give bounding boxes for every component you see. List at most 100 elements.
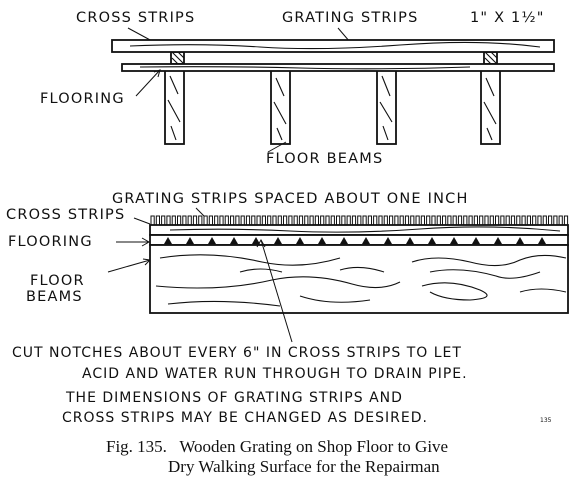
grating-strip xyxy=(304,215,309,226)
floor-beam xyxy=(270,69,291,145)
figure-caption: Fig. 135. Wooden Grating on Shop Floor t… xyxy=(106,437,448,476)
grating-strip xyxy=(447,215,452,226)
cross-strip-hatch xyxy=(484,51,498,65)
flooring-notch xyxy=(186,237,194,244)
leader-cross-strips-section xyxy=(133,217,151,225)
beam-grain xyxy=(379,75,393,141)
label-floor-beams-top: FLOOR BEAMS xyxy=(266,151,383,167)
arrowhead-flooring-top xyxy=(153,69,161,78)
grating-strip xyxy=(240,215,245,226)
grating-strip xyxy=(404,215,410,226)
flooring-notch xyxy=(252,237,260,244)
grating-strip xyxy=(426,215,431,226)
grating-strip xyxy=(357,215,362,226)
grating-strip xyxy=(442,215,447,226)
grating-strip xyxy=(373,215,378,226)
floor-beam xyxy=(164,69,185,145)
grating-strip xyxy=(431,215,436,226)
label-grating-size: 1" X 1½" xyxy=(470,10,545,26)
grating-strip xyxy=(251,215,256,226)
grating-strip xyxy=(463,215,468,226)
grating-strip xyxy=(182,215,187,226)
grating-strip xyxy=(198,215,203,226)
note-dimensions-line2: CROSS STRIPS MAY BE CHANGED AS DESIRED. xyxy=(62,410,428,426)
grating-strip xyxy=(558,215,563,226)
leader-notch-note xyxy=(260,239,293,343)
grating-strip xyxy=(314,215,319,226)
grating-strip xyxy=(203,215,208,226)
grating-strip xyxy=(420,215,425,226)
grating-strip xyxy=(526,215,531,226)
flooring-notch xyxy=(230,237,238,244)
floor-beam-grain xyxy=(155,254,567,307)
leader-floor-beams-section xyxy=(107,259,151,273)
grating-strip xyxy=(187,215,192,226)
top-floor-beams xyxy=(164,69,501,145)
notch-row xyxy=(164,237,546,244)
grating-strip xyxy=(166,215,171,226)
label-grating-strips-top: GRATING STRIPS xyxy=(282,10,419,26)
beam-grain xyxy=(273,77,287,141)
caption-line2: Dry Walking Surface for the Repairman xyxy=(168,457,440,476)
grating-strip xyxy=(473,215,478,226)
grating-strip xyxy=(516,215,521,226)
grating-strip-plank xyxy=(111,39,555,53)
grating-strip xyxy=(245,215,251,226)
grating-strip xyxy=(277,215,282,226)
grating-strip xyxy=(351,215,357,226)
flooring-notch xyxy=(538,237,546,244)
grating-strip xyxy=(399,215,404,226)
flooring-notch xyxy=(406,237,414,244)
label-cross-strips-top: CROSS STRIPS xyxy=(76,10,195,26)
note-dimensions-line1: THE DIMENSIONS OF GRATING STRIPS AND xyxy=(65,390,403,406)
cross-strip-grain xyxy=(169,226,561,233)
grating-strip xyxy=(532,215,537,226)
grating-strip xyxy=(261,215,266,226)
grating-strip xyxy=(415,215,420,226)
arrowhead-flooring-section xyxy=(141,237,151,247)
leader-floor-beams xyxy=(267,141,287,153)
grating-strip xyxy=(362,215,367,226)
grating-strip xyxy=(378,215,383,226)
grating-strip xyxy=(208,215,214,226)
grating-strip xyxy=(548,215,553,226)
flooring-notch xyxy=(340,237,348,244)
note-notch-line1: CUT NOTCHES ABOUT EVERY 6" IN CROSS STRI… xyxy=(12,345,462,361)
grating-strip xyxy=(383,215,388,226)
plate-number: 135 xyxy=(540,417,552,424)
flooring-notch xyxy=(208,237,216,244)
flooring-notch xyxy=(494,237,502,244)
grating-strip xyxy=(230,215,235,226)
grating-strip xyxy=(484,215,489,226)
grating-strip xyxy=(309,215,314,226)
label-flooring-top: FLOORING xyxy=(40,91,125,107)
grating-strip xyxy=(495,215,500,226)
label-beams-section: BEAMS xyxy=(26,289,83,305)
grating-strip xyxy=(330,215,335,226)
grating-strip xyxy=(553,215,558,226)
grating-strip xyxy=(500,215,505,226)
grating-strip xyxy=(346,215,351,226)
flooring-notch xyxy=(428,237,436,244)
leader-flooring-top xyxy=(135,69,161,97)
grating-strip xyxy=(563,215,569,226)
cross-strip-band xyxy=(149,224,569,236)
grating-strip xyxy=(192,215,198,226)
beam-grain xyxy=(483,77,497,141)
flooring-notch xyxy=(362,237,370,244)
flooring-grain xyxy=(139,66,471,70)
flooring-notch xyxy=(164,237,172,244)
grating-strip xyxy=(288,215,293,226)
floor-beam xyxy=(480,69,501,145)
grating-strip xyxy=(505,215,510,226)
grating-strip xyxy=(256,215,261,226)
grating-strip xyxy=(479,215,484,226)
grating-grain xyxy=(129,41,541,50)
flooring-notch xyxy=(274,237,282,244)
label-flooring-section: FLOORING xyxy=(8,234,93,250)
grating-strip xyxy=(452,215,457,226)
section-view: GRATING STRIPS SPACED ABOUT ONE INCH CRO… xyxy=(6,191,569,314)
grating-strip xyxy=(510,215,516,226)
flooring-notch xyxy=(296,237,304,244)
grating-strip xyxy=(537,215,542,226)
